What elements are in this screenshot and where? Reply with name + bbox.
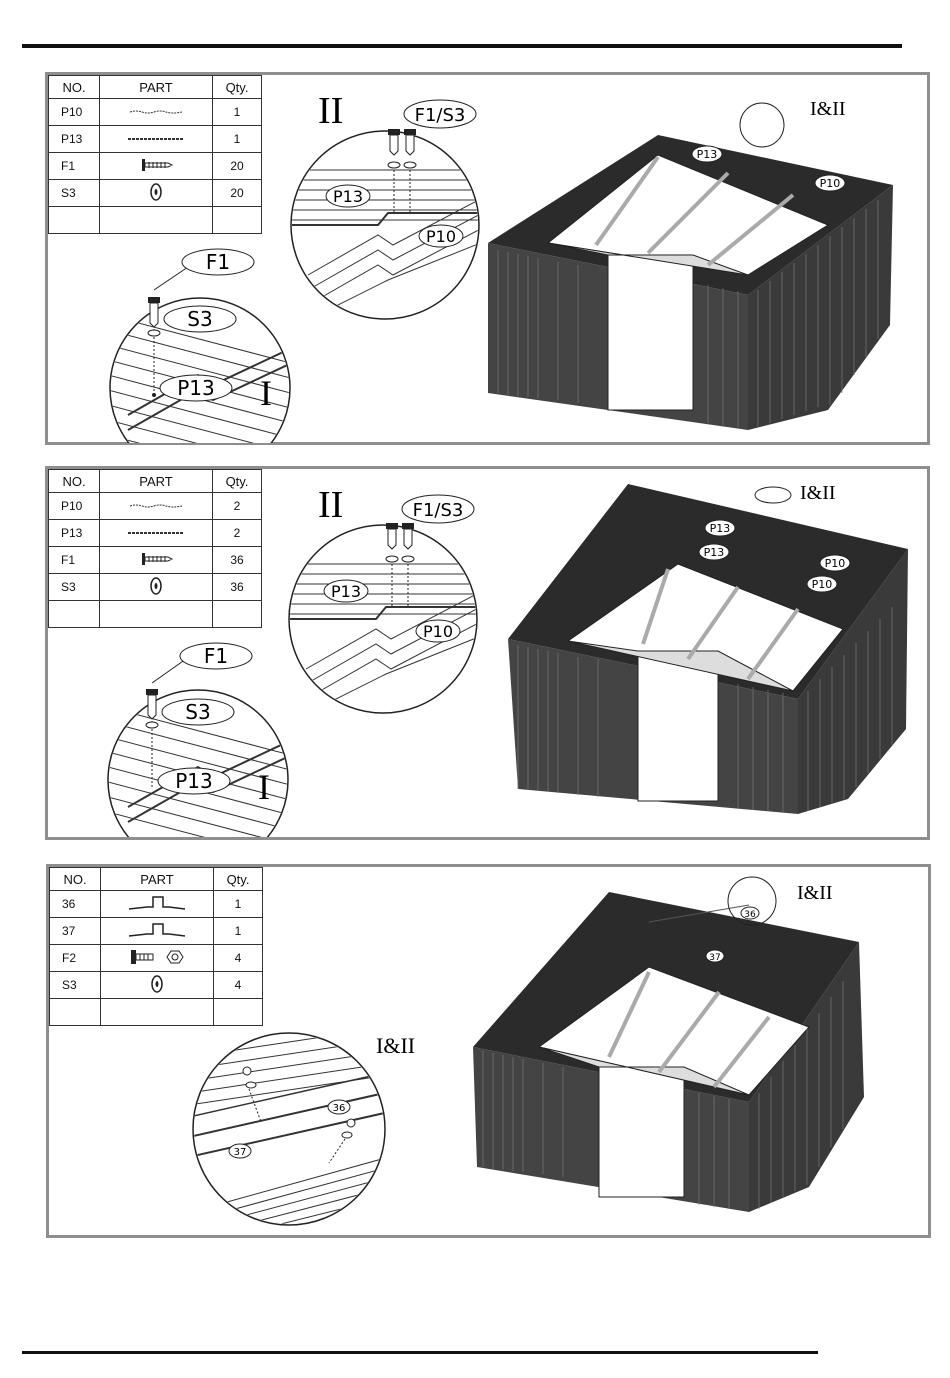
callout-numeral: I&II	[797, 882, 833, 904]
callout-ring	[755, 487, 791, 503]
panel-3-illustration: 36 37 I&II 36 37 I&II	[49, 867, 929, 1235]
callout-label: P13	[177, 376, 215, 400]
callout-label: F1	[206, 250, 230, 274]
detail-II-magnifier	[288, 129, 488, 320]
step-numeral: I	[258, 767, 270, 807]
callout-label: F1/S3	[413, 500, 464, 521]
callout-label: P13	[175, 769, 213, 793]
callout-label: P13	[697, 148, 718, 161]
callout-label: P13	[710, 522, 731, 535]
step-numeral: II	[318, 90, 343, 132]
callout-numeral: I&II	[810, 98, 846, 120]
callout-label: 37	[709, 953, 720, 963]
detail-ridge-magnifier	[189, 1027, 389, 1227]
callout-label: P10	[423, 622, 453, 641]
callout-label: 36	[333, 1103, 346, 1114]
callout-ring	[740, 103, 784, 147]
callout-label: P10	[812, 578, 833, 591]
step-numeral: II	[318, 484, 343, 526]
shed-illustration	[508, 484, 908, 814]
assembly-step-panel-1: NO. PART Qty. P10 1 P13 1 F1 20 S3 20	[45, 72, 930, 445]
callout-label: S3	[185, 700, 210, 724]
callout-label: P10	[426, 227, 456, 246]
panel-2-illustration: F1 S3 P13 I II F1/S3 P13 P10	[48, 469, 928, 837]
step-numeral: I	[260, 373, 272, 413]
callout-label: 37	[234, 1147, 247, 1158]
callout-label: F1/S3	[415, 105, 466, 126]
callout-label: 36	[744, 910, 756, 920]
callout-label: P13	[333, 187, 363, 206]
assembly-step-panel-3: NO. PART Qty. 36 1 37 1 F2 4 S3 4	[46, 864, 931, 1238]
detail-II-magnifier	[286, 523, 486, 714]
callout-label: F1	[204, 644, 228, 668]
callout-label: P13	[704, 546, 725, 559]
top-rule	[22, 44, 902, 48]
callout-label: S3	[187, 307, 212, 331]
callout-numeral: I&II	[800, 482, 836, 504]
bottom-rule	[22, 1351, 818, 1354]
shed-illustration	[473, 892, 864, 1212]
callout-label: P10	[825, 557, 846, 570]
panel-1-illustration: F1 S3 P13 I II F1/S3 P13 P10	[48, 75, 928, 443]
callout-label: P10	[820, 177, 841, 190]
assembly-step-panel-2: NO. PART Qty. P10 2 P13 2 F1 36 S3 36	[45, 466, 930, 840]
callout-label: P13	[331, 582, 361, 601]
detail-numeral: I&II	[376, 1033, 415, 1058]
